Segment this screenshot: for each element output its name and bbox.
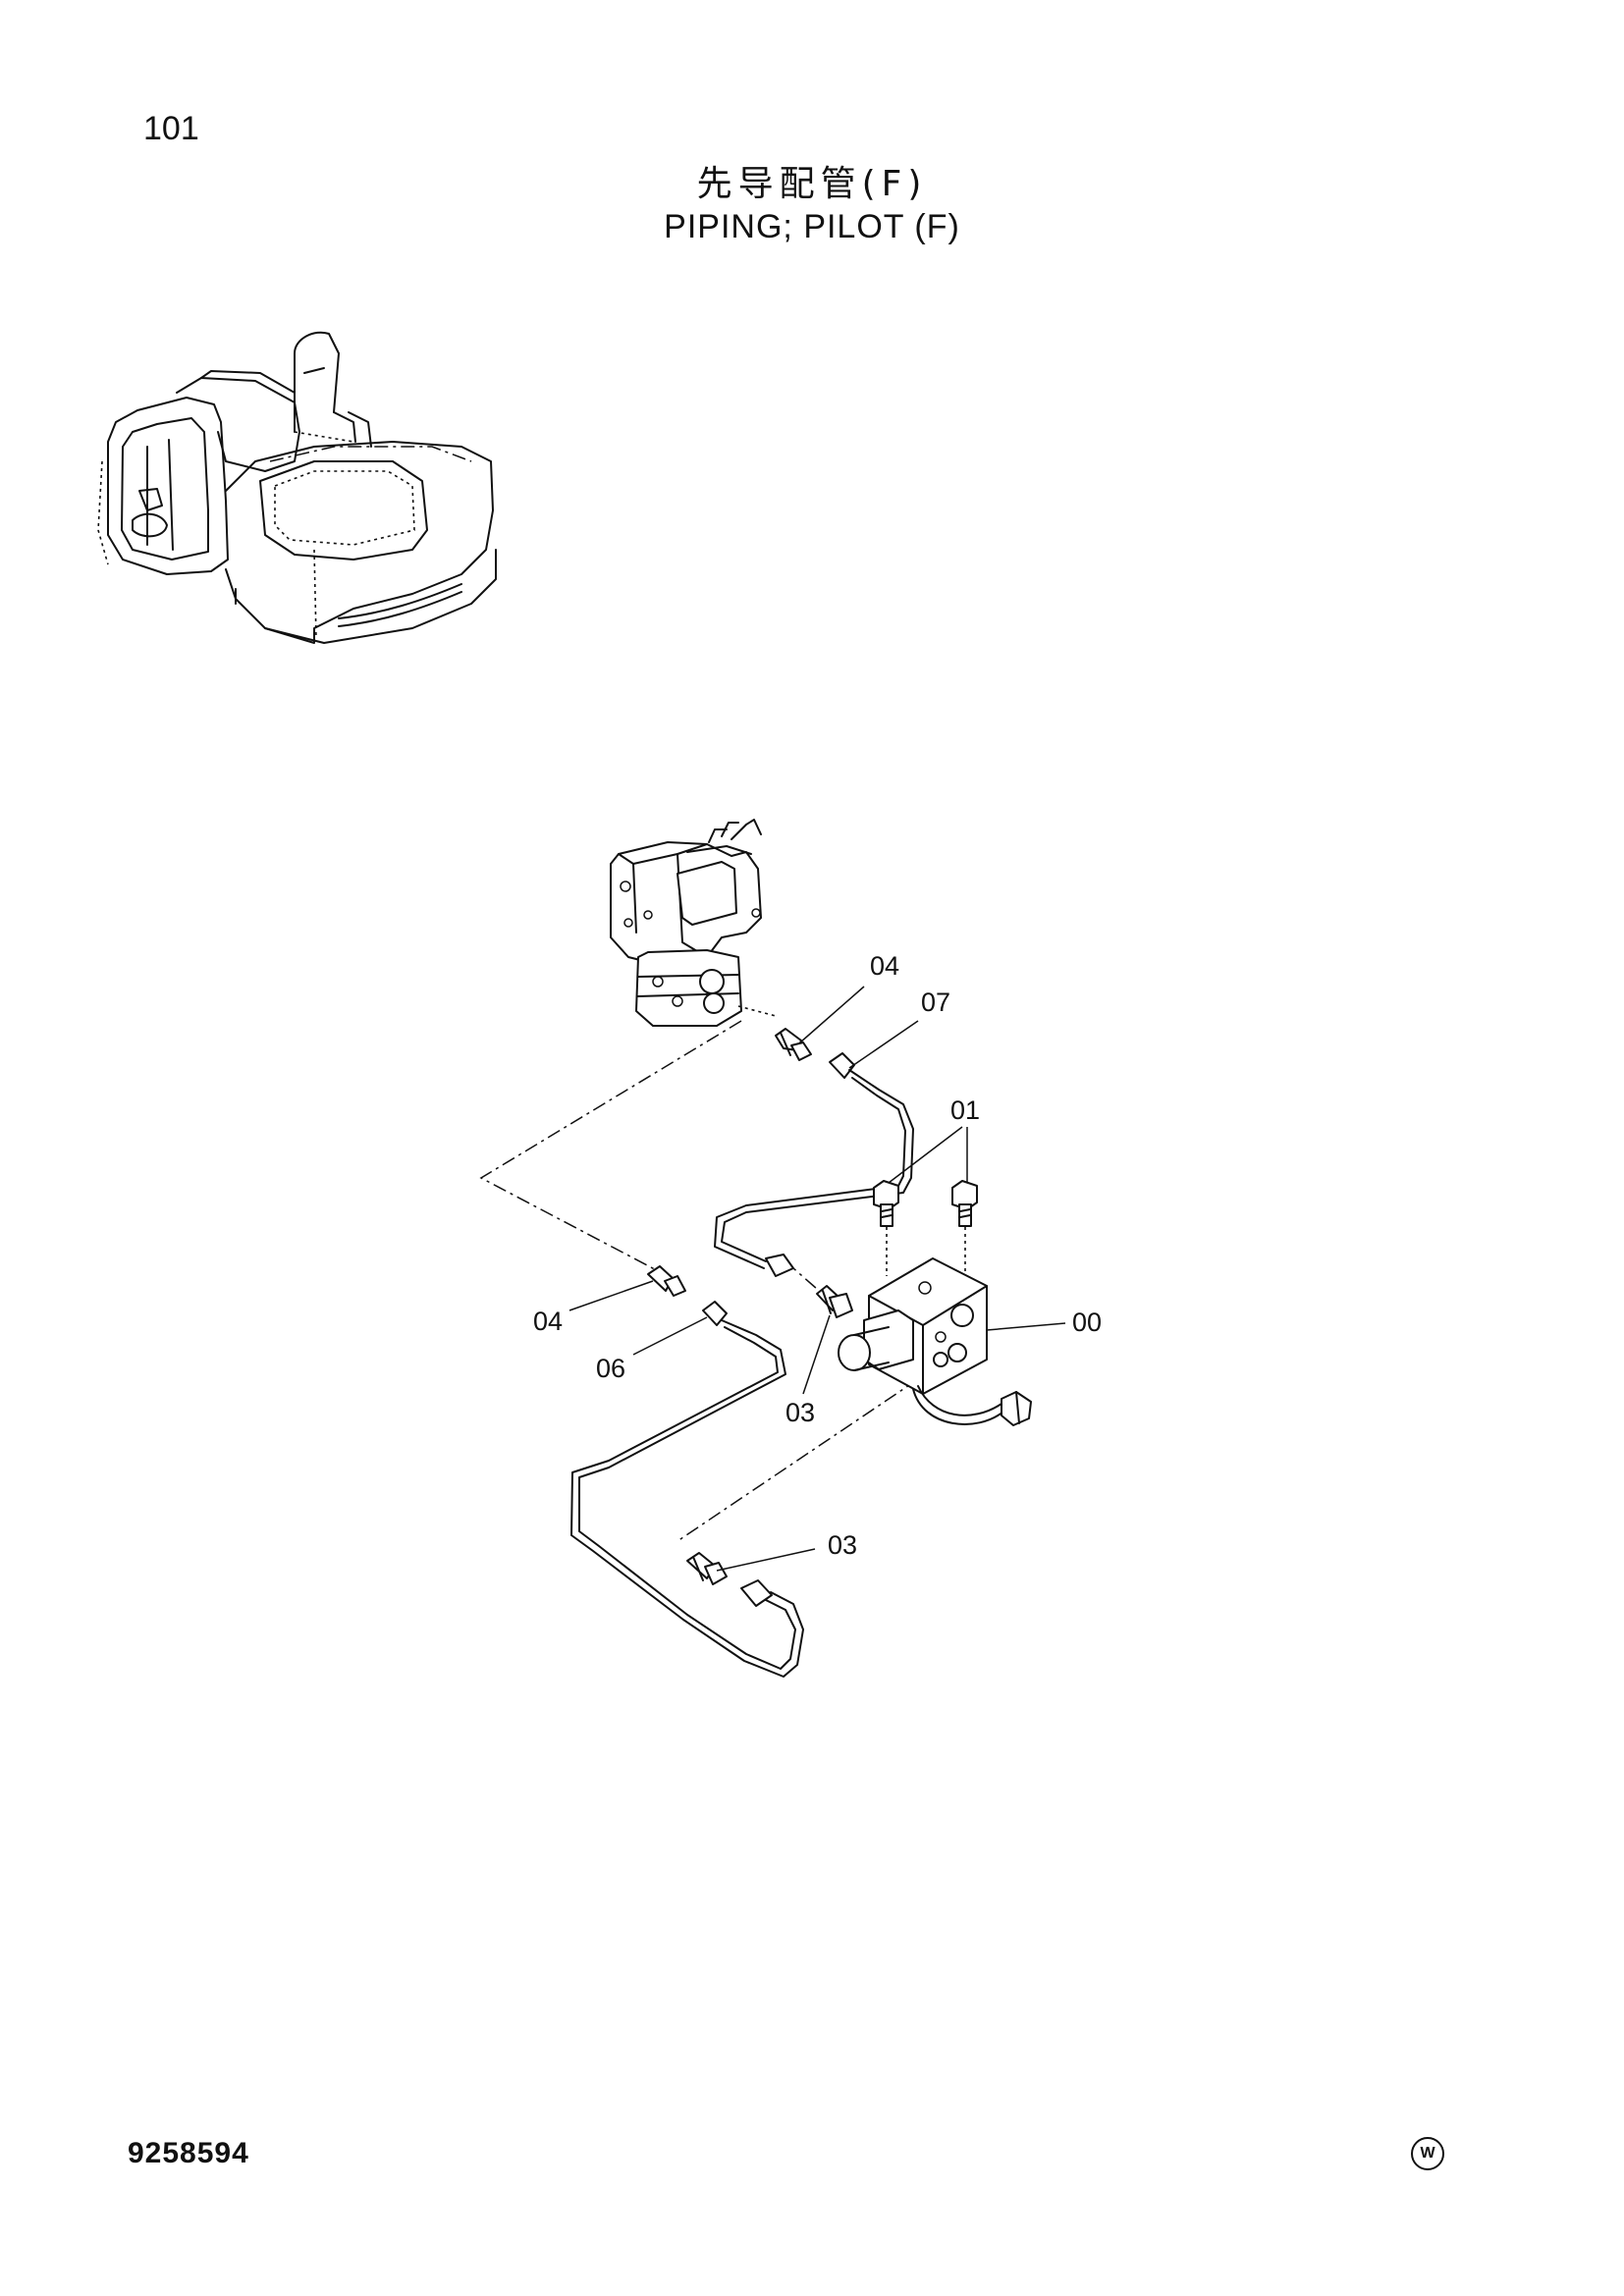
- callout-07: 07: [921, 988, 950, 1017]
- callout-04-lower: 04: [533, 1307, 563, 1336]
- callout-03-lower: 03: [828, 1530, 857, 1560]
- leader-lines: [568, 986, 1066, 1572]
- bolt-01-right: [951, 1180, 978, 1276]
- machine-overview-illustration: [97, 331, 497, 644]
- solenoid-valve-00: [838, 1257, 1032, 1426]
- title-english: PIPING; PILOT (F): [664, 208, 960, 245]
- pipe-06: [570, 1301, 804, 1678]
- adapter-04-upper: [775, 1028, 812, 1061]
- pilot-valve: [610, 819, 777, 1027]
- callout-03-middle: 03: [785, 1398, 815, 1427]
- pipe-07: [714, 1052, 914, 1277]
- assembly-line-upper: [479, 1020, 742, 1277]
- circled-mark: W: [1411, 2137, 1444, 2170]
- callout-01: 01: [950, 1095, 980, 1125]
- adapter-04-lower: [647, 1265, 686, 1297]
- document-number: 9258594: [128, 2137, 249, 2169]
- adapter-03-middle: [816, 1285, 853, 1318]
- page-number: 101: [143, 110, 199, 147]
- callout-04-upper: 04: [870, 951, 899, 981]
- callout-00: 00: [1072, 1308, 1102, 1337]
- callout-06: 06: [596, 1354, 625, 1383]
- assembly-line-lower: [677, 1378, 919, 1542]
- title-chinese: 先导配管(F): [696, 164, 928, 204]
- adapter-03-lower: [686, 1552, 728, 1585]
- bolt-01-left: [873, 1180, 899, 1276]
